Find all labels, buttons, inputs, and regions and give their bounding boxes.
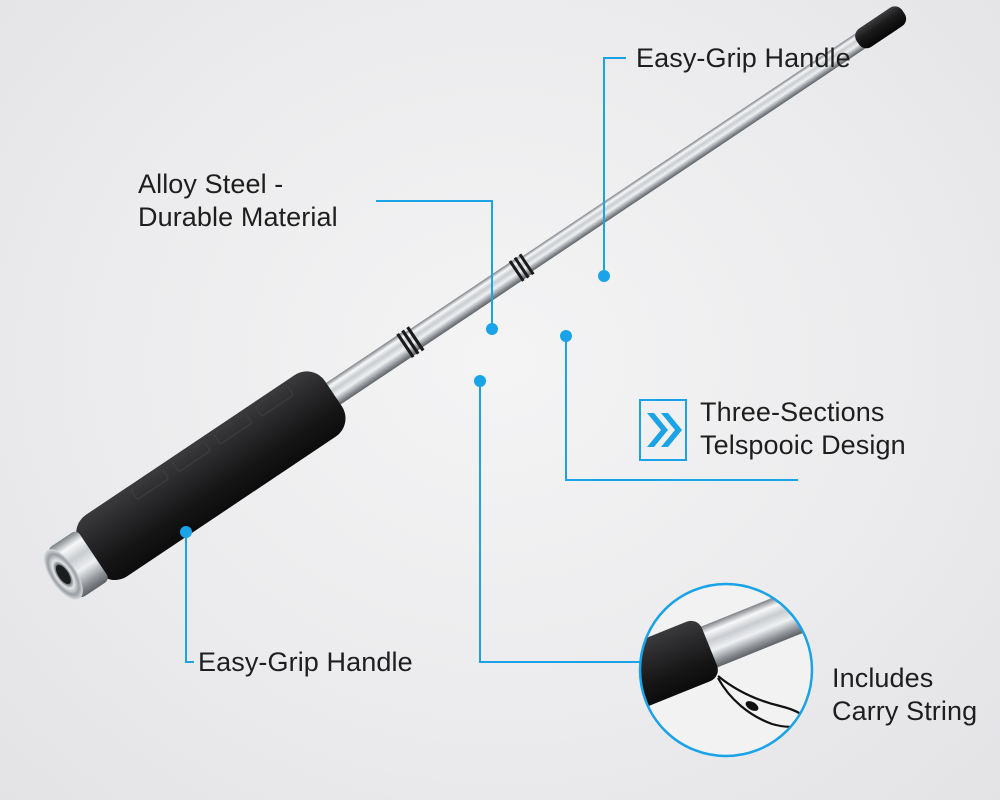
pole-lower-section [312,331,418,414]
leader-bottom-handle [185,532,194,663]
dot-top-handle [598,270,610,282]
callout-carry-line2: Carry String [832,696,978,726]
callout-sections-line1: Three-Sections [700,397,885,427]
callout-top-handle-label: Easy-Grip Handle [636,42,851,75]
pole-tip-cap [855,6,907,49]
callout-sections-label: Three-Sections Telspooic Design [700,396,906,462]
leader-top-handle [603,57,626,276]
callout-material-line2: Durable Material [138,202,338,232]
joint-rings-lower [396,326,425,359]
double-chevron-right-icon [639,399,687,461]
callout-bottom-handle-label: Easy-Grip Handle [198,646,413,679]
dot-bottom-handle [180,526,192,538]
pole-middle-section [396,254,534,357]
joint-rings-upper [508,253,535,282]
pole-end-cap [48,531,108,598]
leader-carry [479,381,640,663]
detail-magnifier [638,582,814,758]
callout-top-handle-text: Easy-Grip Handle [636,43,851,73]
callout-carry-label: Includes Carry String [832,662,977,728]
grip-handle [76,371,346,580]
pole-top-section [514,24,880,276]
callout-material-line1: Alloy Steel - [138,169,284,199]
dot-material [486,323,498,335]
callout-bottom-handle-text: Easy-Grip Handle [198,647,413,677]
leader-sections [565,336,798,481]
dot-sections [560,330,572,342]
callout-lines [185,57,798,663]
callout-sections-line2: Telspooic Design [700,430,906,460]
grip-texture [130,385,294,500]
callout-carry-line1: Includes [832,663,934,693]
telescopic-pole [43,6,907,600]
dot-carry [474,375,486,387]
callout-material-label: Alloy Steel - Durable Material [138,168,338,234]
callout-dots [180,270,610,538]
leader-material [376,200,493,329]
